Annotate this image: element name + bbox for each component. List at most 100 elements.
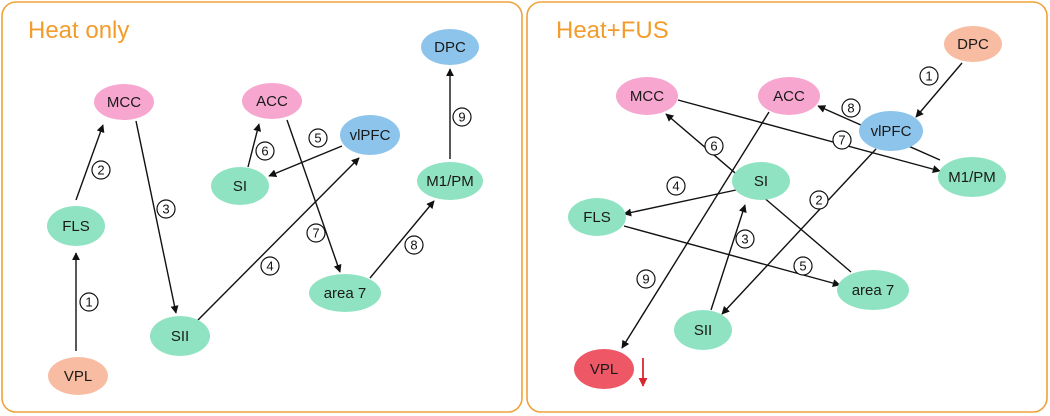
step-circle	[404, 235, 424, 255]
edge-arrow-fls-to-mcc	[75, 124, 105, 201]
node-ellipse	[48, 357, 108, 395]
node-ellipse	[211, 167, 269, 205]
node-label: ACC	[256, 93, 288, 110]
step-marker-9: 9	[452, 107, 472, 127]
node-label: FLS	[62, 218, 90, 235]
node-ellipse	[340, 115, 400, 155]
node-label: MCC	[107, 94, 141, 111]
step-number: 9	[458, 110, 465, 125]
node-label: DPC	[957, 36, 989, 53]
step-circle	[260, 256, 280, 276]
step-number: 8	[410, 238, 417, 253]
step-marker-7: 7	[832, 130, 852, 150]
node-ellipse	[758, 77, 820, 115]
edge-arrow-mcc-to-m1pm	[677, 99, 941, 173]
step-circle	[79, 292, 99, 312]
step-marker-3: 3	[735, 229, 755, 249]
edge-arrow-sii-to-vlpfc	[197, 157, 360, 321]
edge-layer	[72, 68, 454, 351]
step-marker-7: 7	[306, 223, 326, 243]
node-sii: SII	[674, 310, 732, 350]
step-number: 1	[925, 69, 932, 84]
node-vpl: VPL	[48, 357, 108, 395]
edge-arrow-area7-to-m1pm	[369, 200, 435, 279]
edge-arrow-vlpfc-to-si	[268, 145, 343, 177]
step-circle	[704, 136, 724, 156]
node-dpc: DPC	[944, 26, 1002, 62]
node-mcc: MCC	[616, 77, 678, 115]
node-fls: FLS	[47, 206, 105, 246]
node-si: SI	[732, 162, 790, 200]
step-circle	[809, 190, 829, 210]
node-label: SI	[233, 178, 247, 195]
node-label: area 7	[324, 285, 367, 302]
step-number: 7	[312, 226, 319, 241]
step-marker-5: 5	[793, 256, 813, 276]
step-circle	[919, 66, 939, 86]
panel-title: Heat+FUS	[556, 17, 669, 44]
node-m1pm: M1/PM	[938, 157, 1006, 197]
step-circle	[306, 223, 326, 243]
node-acc: ACC	[242, 83, 302, 119]
node-ellipse	[421, 29, 479, 65]
edge-arrow-vlpfc-to-sii	[721, 148, 877, 315]
step-number: 4	[266, 259, 273, 274]
node-label: FLS	[583, 209, 611, 226]
node-dpc: DPC	[421, 29, 479, 65]
edge-arrow-sii-to-si	[710, 204, 747, 311]
node-ellipse	[574, 349, 634, 389]
step-circle	[666, 176, 686, 196]
edge-arrow-acc-to-vpl	[621, 111, 770, 349]
node-vlpfc: vlPFC	[859, 111, 923, 151]
step-circle	[793, 256, 813, 276]
node-label: M1/PM	[426, 173, 474, 190]
node-ellipse	[944, 26, 1002, 62]
node-acc: ACC	[758, 77, 820, 115]
node-ellipse	[568, 198, 626, 236]
step-marker-6: 6	[255, 141, 275, 161]
node-ellipse	[732, 162, 790, 200]
step-number: 6	[261, 144, 268, 159]
step-marker-2: 2	[91, 160, 111, 180]
step-marker-8: 8	[404, 235, 424, 255]
node-ellipse	[616, 77, 678, 115]
node-fls: FLS	[568, 198, 626, 236]
node-label: DPC	[434, 39, 466, 56]
step-circle	[91, 160, 111, 180]
step-marker-3: 3	[156, 199, 176, 219]
node-ellipse	[674, 310, 732, 350]
node-mcc: MCC	[94, 84, 154, 120]
edge-arrow-si-to-acc	[247, 123, 262, 168]
node-vpl: VPL	[574, 349, 648, 389]
step-marker-6: 6	[704, 136, 724, 156]
step-circle	[841, 98, 861, 118]
node-ellipse	[94, 84, 154, 120]
node-si: SI	[211, 167, 269, 205]
node-ellipse	[859, 111, 923, 151]
node-m1pm: M1/PM	[417, 162, 483, 200]
node-ellipse	[242, 83, 302, 119]
step-marker-9: 9	[636, 269, 656, 289]
step-marker-4: 4	[260, 256, 280, 276]
node-ellipse	[837, 270, 909, 310]
step-number: 2	[97, 163, 104, 178]
edge-arrow-acc-to-area7	[286, 119, 342, 273]
node-label: SII	[171, 328, 189, 345]
step-number: 5	[799, 259, 806, 274]
node-vlpfc: vlPFC	[340, 115, 400, 155]
step-number: 7	[838, 133, 845, 148]
node-ellipse	[417, 162, 483, 200]
node-ellipse	[309, 274, 381, 312]
step-number: 2	[815, 193, 822, 208]
node-label: vlPFC	[350, 127, 391, 144]
node-label: VPL	[590, 361, 618, 378]
step-number: 1	[85, 295, 92, 310]
step-marker-4: 4	[666, 176, 686, 196]
node-sii: SII	[150, 316, 210, 356]
